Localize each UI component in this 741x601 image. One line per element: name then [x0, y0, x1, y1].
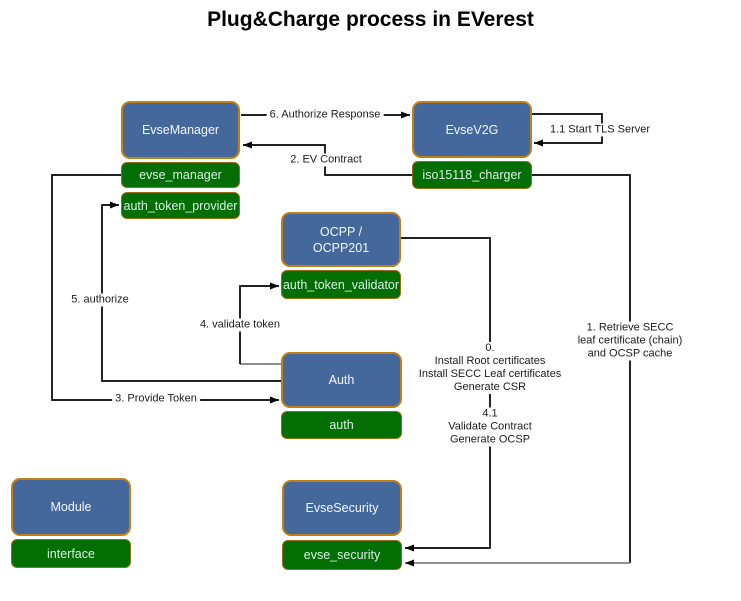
edge-label-provide-token: 3. Provide Token [112, 392, 200, 406]
edge-label-authorize-response: 6. Authorize Response [266, 108, 384, 122]
edge-label-start-tls: 1.1 Start TLS Server [546, 123, 654, 137]
interface-iso15118-charger: iso15118_charger [412, 161, 532, 189]
module-evse-v2g: EvseV2G [412, 101, 532, 158]
edge-label-authorize: 5. authorize [68, 293, 132, 307]
edge-label-ev-contract: 2. EV Contract [287, 153, 365, 167]
edge-retrieve-secc-vertical [532, 174, 631, 563]
interface-evse-manager: evse_manager [121, 162, 240, 188]
edge-label-validate-contract: 4.1 Validate Contract Generate OCSP [445, 407, 535, 447]
legend-interface-box: interface [11, 539, 131, 568]
module-auth: Auth [281, 352, 402, 408]
edge-authorize [101, 201, 281, 382]
edge-label-install-certs: 0. Install Root certificates Install SEC… [415, 342, 565, 394]
interface-auth-token-validator: auth_token_validator [281, 270, 401, 299]
interface-auth: auth [281, 411, 402, 439]
edge-label-retrieve-secc: 1. Retrieve SECC leaf certificate (chain… [574, 321, 686, 361]
interface-auth-token-provider: auth_token_provider [121, 192, 240, 219]
diagram-title: Plug&Charge process in EVerest [207, 8, 534, 31]
edge-validate-token [239, 282, 279, 364]
interface-evse-security: evse_security [282, 540, 402, 570]
module-evse-security: EvseSecurity [282, 480, 402, 536]
legend-module-box: Module [11, 478, 131, 536]
module-evse-manager: EvseManager [121, 101, 240, 159]
edge-label-validate-token: 4. validate token [196, 318, 284, 332]
module-ocpp: OCPP / OCPP201 [281, 212, 401, 267]
